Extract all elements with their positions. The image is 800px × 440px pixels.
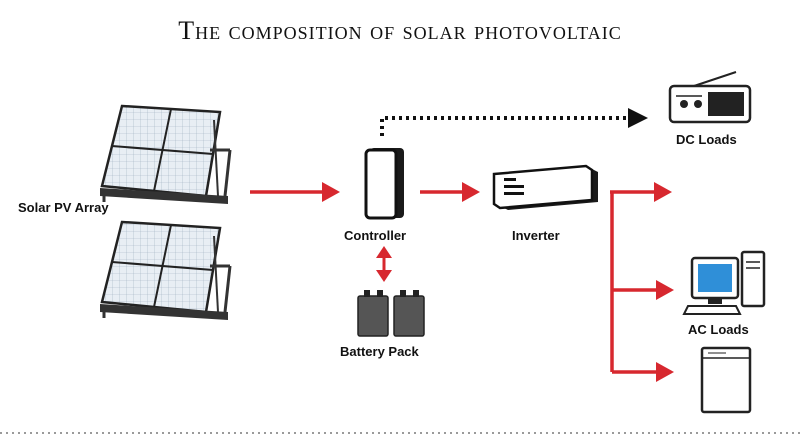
battery-icon [357,290,425,337]
solar-panel-icon [100,220,232,320]
solar-array-label: Solar PV Array [18,200,109,215]
controller-battery-arrow [376,246,392,282]
radio-icon [668,71,752,124]
page-title: The composition of solar photovoltaic [178,16,622,45]
inverter-icon [492,164,598,210]
solar-panel-icon [100,104,232,204]
computer-icon [682,250,766,315]
dc-loads-dotted-arrow [380,108,648,136]
battery-label: Battery Pack [340,344,419,359]
to-appliance-arrow [612,362,674,382]
dc-loads-label: DC Loads [676,132,737,147]
to-ac-loads-arrow [612,280,674,300]
ac-loads-label: AC Loads [688,322,749,337]
controller-label: Controller [344,228,407,243]
inverter-label: Inverter [512,228,560,243]
charge-controller-icon [364,148,404,220]
inverter-output-arrow [610,182,672,202]
controller-to-inverter-arrow [420,182,480,202]
refrigerator-icon [700,346,752,414]
array-to-controller-arrow [250,182,340,202]
